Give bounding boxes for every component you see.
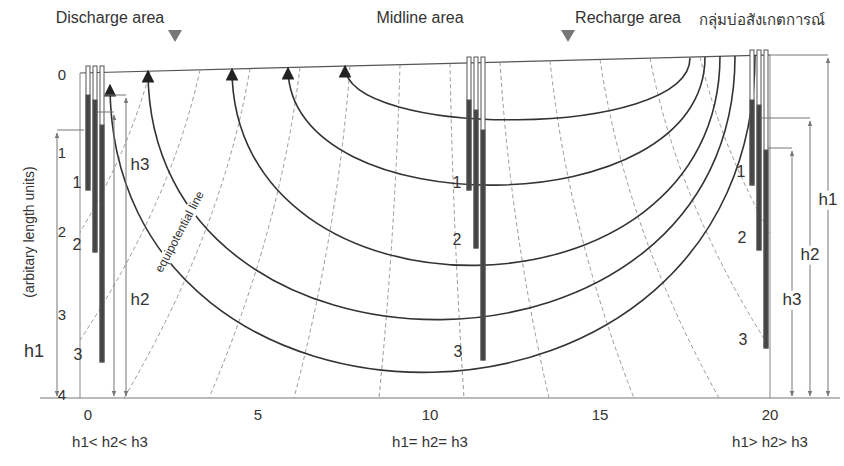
equipotential-line xyxy=(700,57,844,398)
frame-side xyxy=(80,55,770,398)
head-relation: h1= h2= h3 xyxy=(392,434,468,451)
axis-tick: 15 xyxy=(592,407,609,424)
axis-tick: 10 xyxy=(422,407,439,424)
flow-line xyxy=(345,58,690,120)
observation-wells xyxy=(86,50,768,362)
equipotential-label: equipotential line xyxy=(153,188,208,275)
well-number: 2 xyxy=(453,231,462,249)
base-line xyxy=(40,398,840,399)
well-number: 3 xyxy=(739,331,748,349)
axis-title: (arbitary length units) xyxy=(22,166,37,298)
equipotential-line xyxy=(0,71,150,398)
head-label: h1 xyxy=(24,342,44,362)
axis-tick: 0 xyxy=(58,67,66,84)
axis-tick: 4 xyxy=(58,387,66,404)
head-relation: h1< h2< h3 xyxy=(72,434,148,451)
well-number: 3 xyxy=(74,346,83,364)
equipotential-lines xyxy=(0,57,844,398)
head-measures xyxy=(57,55,828,396)
well-number: 1 xyxy=(73,174,82,192)
head-label: h2 xyxy=(130,291,151,310)
head-relation: h1> h2> h3 xyxy=(732,434,808,451)
head-label: h3 xyxy=(782,291,803,310)
flow-line xyxy=(232,56,720,265)
equipotential-line xyxy=(450,63,464,398)
equipotential-line xyxy=(379,65,400,398)
area-label: Recharge area xyxy=(575,9,681,27)
axis-tick: 1 xyxy=(58,145,66,162)
flow-line xyxy=(110,55,755,372)
area-label: Discharge area xyxy=(56,9,165,27)
well-number: 2 xyxy=(73,236,82,254)
area-label: Midline area xyxy=(376,9,463,27)
well-number: 1 xyxy=(737,163,746,181)
well-number: 2 xyxy=(738,229,747,247)
equipotential-line xyxy=(209,67,300,398)
well-number: 1 xyxy=(453,174,462,192)
head-label: h1 xyxy=(818,191,839,210)
ground-surface xyxy=(80,55,770,73)
equipotential-line xyxy=(650,58,804,398)
equipotential-line xyxy=(550,61,634,398)
axis-tick: 0 xyxy=(84,407,92,424)
head-label: h3 xyxy=(130,156,151,175)
water-table-marker xyxy=(168,30,182,42)
axis-tick: 3 xyxy=(58,307,66,324)
axis-tick: 5 xyxy=(254,407,262,424)
well-group-label: กลุ่มบ่อสังเกตการณ์ xyxy=(699,12,825,29)
equipotential-line xyxy=(124,69,250,398)
water-table-marker xyxy=(561,30,575,42)
flow-lines xyxy=(110,55,755,372)
head-label: h2 xyxy=(800,246,821,265)
equipotential-line xyxy=(500,62,549,398)
well-number: 3 xyxy=(454,343,463,361)
flow-line xyxy=(288,57,705,185)
flow-line xyxy=(148,56,735,320)
axis-tick: 2 xyxy=(58,224,66,241)
axis-tick: 20 xyxy=(762,407,779,424)
